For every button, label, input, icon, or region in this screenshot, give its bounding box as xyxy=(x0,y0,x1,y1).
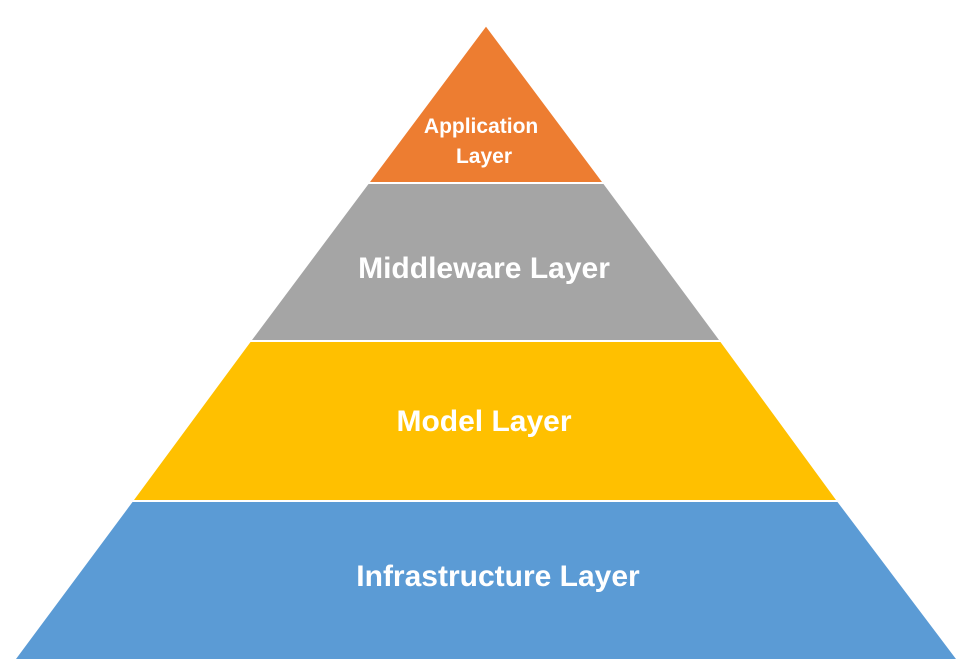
application-layer-label-line-2: Layer xyxy=(456,145,512,168)
application-layer-label: Application Layer xyxy=(424,115,544,168)
middleware-layer-label: Middleware Layer xyxy=(358,252,610,285)
infrastructure-layer-shape xyxy=(12,500,961,661)
model-layer-label: Model Layer xyxy=(396,405,571,438)
infrastructure-layer-label: Infrastructure Layer xyxy=(356,560,640,593)
application-layer-label-line-1: Application xyxy=(424,115,538,138)
